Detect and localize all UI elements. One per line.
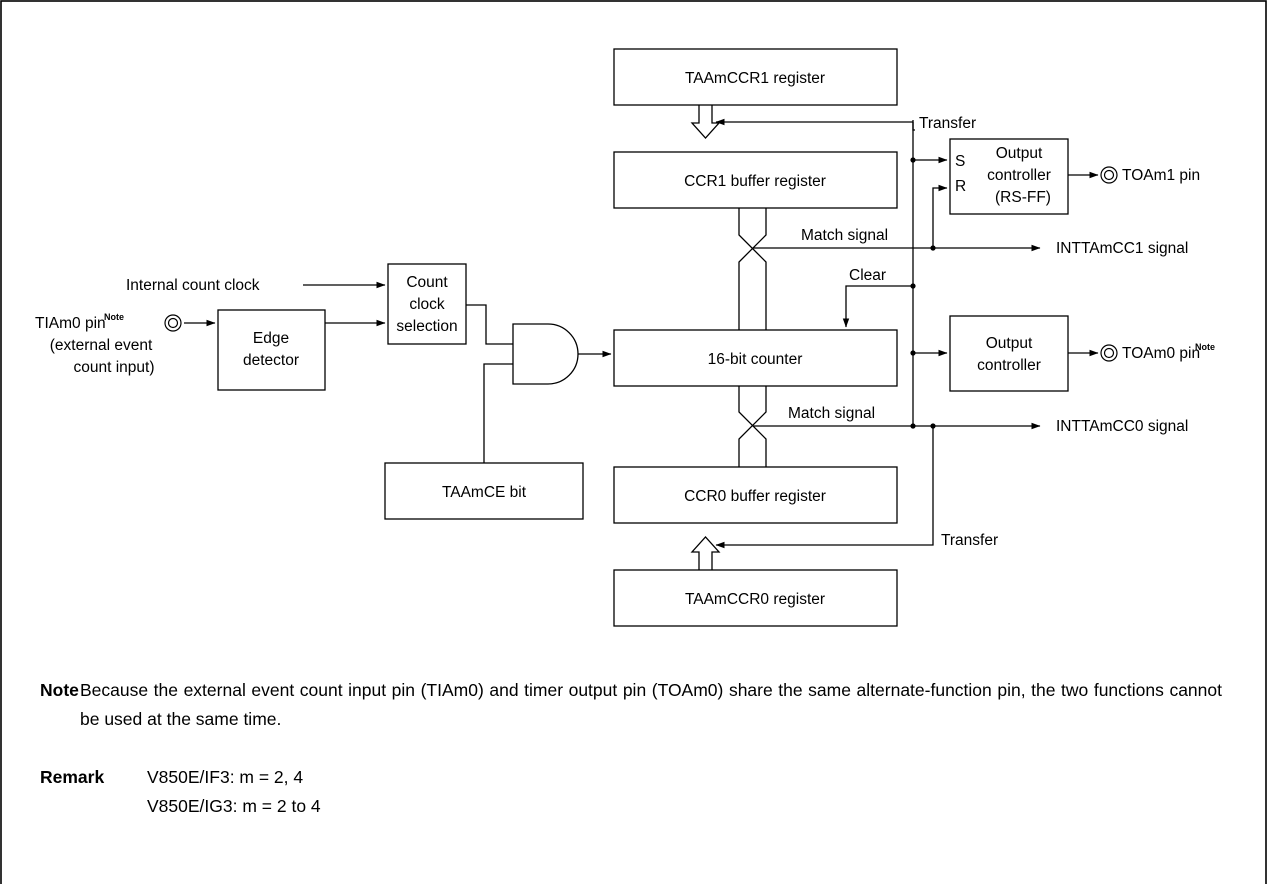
rsff-label-line-1: Output [996,145,1043,162]
rsff-set-label: S [955,153,965,170]
edge-detector-line-1: Edge [253,330,289,347]
bus-ccr1-to-counter [738,208,767,330]
toam1-pin-label: TOAm1 pin [1122,167,1200,184]
ccr1-buffer-register-label: CCR1 buffer register [684,173,826,190]
counter-16bit-label: 16-bit counter [708,351,803,368]
output-controller-box [949,315,1069,392]
toam0-pin-symbol [1100,344,1118,362]
intt-cc1-label: INTTAmCC1 signal [1056,240,1188,257]
clear-line [842,285,913,328]
output-controller-rsff-box [949,138,1069,215]
match-signal-label-bottom: Match signal [788,405,875,422]
ccr0-buffer-register-label: CCR0 buffer register [684,488,826,505]
note-text: Because the external event count input p… [80,680,1222,729]
clear-label: Clear [849,267,886,284]
output-controller-line-1: Output [986,335,1033,352]
taam-ccr1-register-box [613,48,898,106]
junction-dot [910,157,916,163]
toam0-pin-label: TOAm0 pin [1122,345,1200,362]
notes-section: Note Because the external event count in… [40,676,1240,821]
ce-to-gate-line [483,363,513,463]
reset-input-line [932,184,948,248]
counter-16bit-box [613,329,898,387]
ccr1-buffer-register-box [613,151,898,209]
tiam0-pin-symbol [164,314,182,332]
junction-dot [910,350,916,356]
intt-cc0-label: INTTAmCC0 signal [1056,418,1188,435]
junction-dot [930,423,936,429]
edge-detector-line-2: detector [243,352,299,369]
count-clock-selection-line-2: clock [409,296,445,313]
select-to-gate-line [466,304,513,345]
taam-ccr0-register-label: TAAmCCR0 register [685,591,825,608]
remark-line-1: V850E/IF3: m = 2, 4 [147,767,304,787]
rsff-reset-label: R [955,178,966,195]
rsff-label-line-2: controller [987,167,1051,184]
tiam0-pin-note-sup: Note [104,312,124,322]
note-row: Note Because the external event count in… [40,676,1240,734]
taam-ce-bit-label: TAAmCE bit [442,484,527,501]
match-signal-label-top: Match signal [801,227,888,244]
remark-line-2: V850E/IG3: m = 2 to 4 [147,796,321,816]
tiam0-pin-label: TIAm0 pin [35,315,106,332]
count-clock-selection-line-1: Count [406,274,448,291]
transfer-label-bottom: Transfer [941,532,998,549]
remark-row-2: V850E/IG3: m = 2 to 4 [40,792,1240,821]
transfer-label-top: Transfer [919,115,976,132]
bus-arrow-ccr0 [690,536,721,570]
remark-row: Remark V850E/IF3: m = 2, 4 [40,763,1240,792]
bus-counter-to-ccr0 [738,386,767,467]
toam0-pin-note-sup: Note [1195,342,1215,352]
rsff-label-line-3: (RS-FF) [995,189,1051,206]
internal-count-clock-label: Internal count clock [126,277,260,294]
tiam0-desc-line-2: count input) [74,359,155,376]
transfer-line-ccr0 [715,426,934,549]
count-clock-selection-box [387,263,467,345]
taam-ccr1-register-label: TAAmCCR1 register [685,70,825,87]
edge-detector-box [217,309,326,391]
junction-dot [910,283,916,289]
note-label: Note [40,680,79,700]
ccr0-buffer-register-box [613,466,898,524]
output-controller-line-2: controller [977,357,1041,374]
taam-ccr0-register-box [613,569,898,627]
bus-arrow-ccr1 [690,105,721,139]
remark-label: Remark [40,767,105,787]
toam1-pin-symbol [1100,166,1118,184]
junction-dot [910,423,916,429]
junction-dot [930,245,936,251]
and-gate [512,323,579,385]
count-clock-selection-line-3: selection [396,318,457,335]
tiam0-desc-line-1: (external event [50,337,153,354]
